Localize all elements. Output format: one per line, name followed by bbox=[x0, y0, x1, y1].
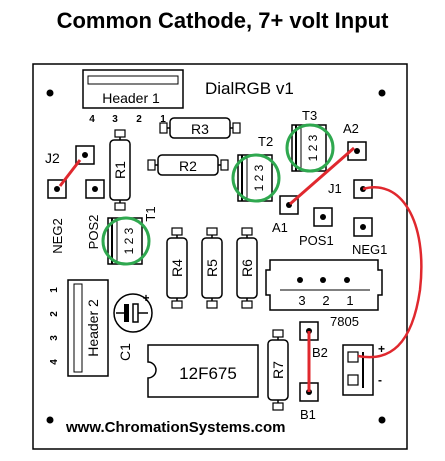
resistor-r1: R1 bbox=[109, 129, 131, 211]
header-2-pin: 2 bbox=[49, 311, 60, 317]
resistor-r7-label: R7 bbox=[270, 361, 286, 379]
power-wire bbox=[357, 186, 423, 359]
chip-label: 12F675 bbox=[179, 364, 237, 383]
pad-pos2-label: POS2 bbox=[86, 215, 101, 250]
header-1-pin: 1 bbox=[160, 114, 166, 125]
pad-hole bbox=[354, 148, 360, 154]
regulator-label: 7805 bbox=[330, 314, 359, 329]
highlight-circle bbox=[231, 153, 281, 203]
header-1: Header 1 bbox=[82, 69, 184, 109]
pad-j2-label: J2 bbox=[45, 150, 60, 166]
pad-hole bbox=[92, 186, 98, 192]
transistor-t3-label: T3 bbox=[302, 108, 317, 123]
mounting-hole bbox=[378, 416, 386, 424]
mounting-hole bbox=[378, 89, 386, 97]
jumper-wire-j2 bbox=[58, 159, 82, 187]
header-2: Header 2 bbox=[67, 279, 109, 377]
transistor-t1-pins: 1 2 3 bbox=[122, 227, 136, 254]
header-2-pin: 4 bbox=[49, 359, 60, 365]
regulator-pin: 2 bbox=[322, 293, 329, 308]
transistor-t2: 1 2 3 bbox=[231, 153, 281, 203]
resistor-r5-label: R5 bbox=[204, 259, 220, 277]
resistor-r2-label: R2 bbox=[179, 158, 197, 174]
header-2-label: Header 2 bbox=[85, 299, 101, 357]
transistor-t1: 1 2 3 bbox=[101, 216, 151, 266]
transistor-t2-label: T2 bbox=[258, 134, 273, 149]
header-1-pin: 2 bbox=[136, 114, 142, 125]
header-2-pin: 1 bbox=[49, 287, 60, 293]
pad-neg2-label: NEG2 bbox=[50, 218, 65, 253]
power-minus-label: - bbox=[378, 373, 382, 387]
capacitor-c1-label: C1 bbox=[117, 343, 133, 361]
board-name: DialRGB v1 bbox=[205, 79, 294, 98]
pad-neg1-label: NEG1 bbox=[352, 242, 387, 257]
mounting-hole bbox=[46, 89, 54, 97]
pad-j1-label: J1 bbox=[328, 181, 342, 196]
transistor-t1-label: T1 bbox=[143, 206, 158, 221]
resistor-r6-label: R6 bbox=[239, 259, 255, 277]
resistor-r6: R6 bbox=[236, 227, 258, 309]
resistor-r4-label: R4 bbox=[169, 259, 185, 277]
resistor-r7: R7 bbox=[267, 329, 289, 411]
pad-hole bbox=[54, 186, 60, 192]
pad-a1-label: A1 bbox=[272, 220, 288, 235]
resistor-r3-label: R3 bbox=[191, 121, 209, 137]
chip-12f675: 12F675 bbox=[147, 344, 259, 398]
regulator-pin: 3 bbox=[298, 293, 305, 308]
regulator-7805: 3 2 1 bbox=[265, 259, 383, 311]
regulator-pin: 1 bbox=[346, 293, 353, 308]
transistor-t2-pins: 1 2 3 bbox=[252, 164, 266, 191]
pad-b1-label: B1 bbox=[300, 407, 316, 422]
resistor-r1-label: R1 bbox=[112, 161, 128, 179]
page-title: Common Cathode, 7+ volt Input bbox=[56, 8, 389, 33]
capacitor-polarity: + bbox=[142, 291, 149, 305]
header-1-pin: 3 bbox=[112, 114, 118, 125]
website-text: www.ChromationSystems.com bbox=[65, 419, 286, 436]
pad-b2-label: B2 bbox=[312, 345, 328, 360]
resistor-r5: R5 bbox=[201, 227, 223, 309]
resistor-r4: R4 bbox=[166, 227, 188, 309]
pad-pos1-label: POS1 bbox=[299, 233, 334, 248]
highlight-circle bbox=[101, 216, 151, 266]
pad-hole bbox=[82, 152, 88, 158]
resistor-r3: R3 bbox=[159, 117, 241, 139]
header-1-label: Header 1 bbox=[102, 90, 160, 106]
mounting-hole bbox=[46, 416, 54, 424]
power-plus-label: + bbox=[378, 342, 385, 356]
transistor-t3: 1 2 3 bbox=[285, 123, 335, 173]
capacitor-c1: + bbox=[113, 291, 153, 333]
pad-a2-label: A2 bbox=[343, 121, 359, 136]
header-1-pin: 4 bbox=[89, 114, 95, 125]
jumper-wire-a bbox=[289, 146, 355, 206]
resistor-r2: R2 bbox=[147, 154, 229, 176]
header-2-pin: 3 bbox=[49, 335, 60, 341]
highlight-circle bbox=[285, 123, 335, 173]
transistor-t3-pins: 1 2 3 bbox=[306, 134, 320, 161]
pad-hole bbox=[360, 224, 366, 230]
pad-hole bbox=[320, 214, 326, 220]
